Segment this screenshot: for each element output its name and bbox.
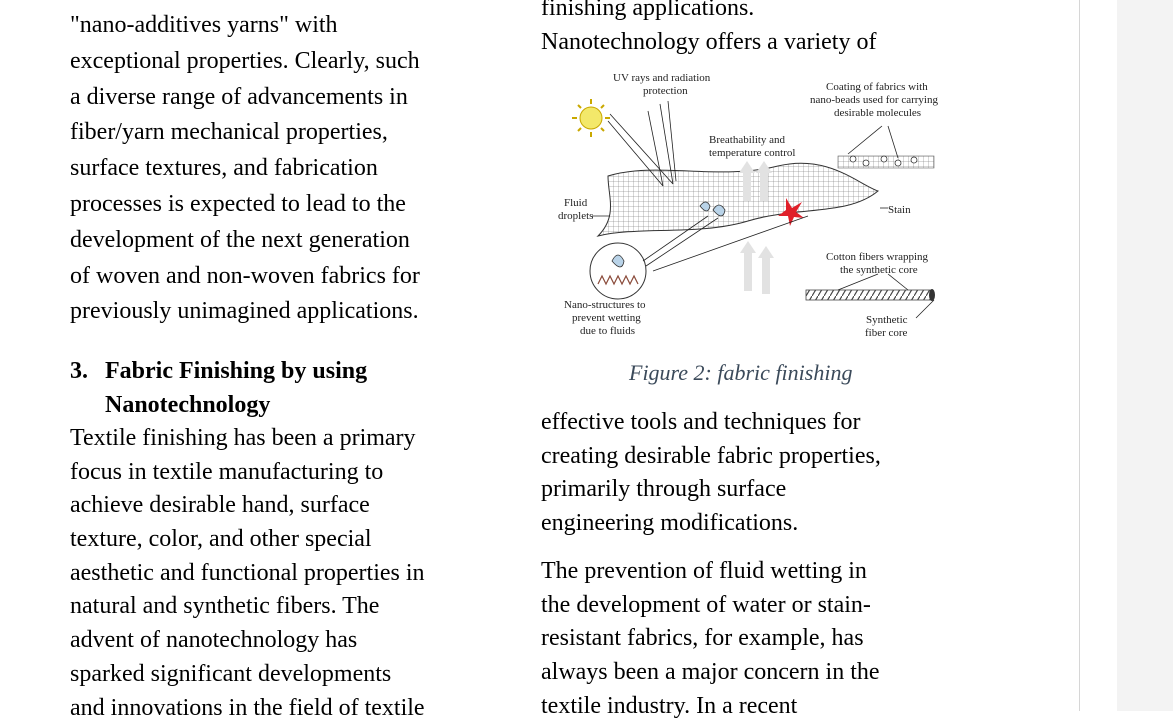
nano-structure-icon <box>590 243 646 299</box>
text-line: finishing applications. <box>541 0 876 26</box>
text-line: the development of water or stain- <box>541 589 880 623</box>
label-uv-2: protection <box>643 85 688 97</box>
text-line: exceptional properties. Clearly, such <box>70 44 420 80</box>
text-line: Nanotechnology offers a variety of <box>541 26 876 60</box>
label-fluid-1: Fluid <box>564 197 588 209</box>
label-coating-1: Coating of fabrics with <box>826 81 928 93</box>
label-nano-2: prevent wetting <box>572 312 641 324</box>
text-line: a diverse range of advancements in <box>70 80 420 116</box>
right-paragraph-top: finishing applications. Nanotechnology o… <box>541 0 876 59</box>
left-paragraph-body: Textile finishing has been a primary foc… <box>70 422 425 725</box>
label-nano-1: Nano-structures to <box>564 299 646 311</box>
text-line: fiber/yarn mechanical properties, <box>70 115 420 151</box>
label-coating-3: desirable molecules <box>834 107 921 119</box>
sun-icon <box>572 99 610 137</box>
label-breath-2: temperature control <box>709 147 795 159</box>
text-line: achieve desirable hand, surface <box>70 489 425 523</box>
figure-caption: Figure 2: fabric finishing <box>629 360 852 386</box>
label-fluid-2: droplets <box>558 210 593 222</box>
label-cotton-1: Cotton fibers wrapping <box>826 251 929 263</box>
text-line: previously unimagined applications. <box>70 294 420 330</box>
text-line: sparked significant developments <box>70 658 425 692</box>
text-line: textile industry. In a recent <box>541 690 880 724</box>
text-line: focus in textile manufacturing to <box>70 456 425 490</box>
text-line: "nano-additives yarns" with <box>70 8 420 44</box>
text-line: of woven and non-woven fabrics for <box>70 259 420 295</box>
text-line: effective tools and techniques for <box>541 406 881 440</box>
text-line: creating desirable fabric properties, <box>541 440 881 474</box>
label-cotton-2: the synthetic core <box>840 264 918 276</box>
text-line: Textile finishing has been a primary <box>70 422 425 456</box>
document-page: "nano-additives yarns" with exceptional … <box>0 0 1079 711</box>
label-coating-2: nano-beads used for carrying <box>810 94 938 106</box>
left-paragraph-top: "nano-additives yarns" with exceptional … <box>70 8 420 330</box>
right-paragraph-1: effective tools and techniques for creat… <box>541 406 881 541</box>
text-line: surface textures, and fabrication <box>70 151 420 187</box>
label-synthetic-2: fiber core <box>865 327 908 339</box>
text-line: advent of nanotechnology has <box>70 624 425 658</box>
text-line: aesthetic and functional properties in <box>70 557 425 591</box>
text-line: always been a major concern in the <box>541 656 880 690</box>
fabric-sheet <box>598 163 878 236</box>
section-title-line: Fabric Finishing by using <box>105 354 367 388</box>
section-title-line: Nanotechnology <box>105 388 270 422</box>
window-side-panel <box>1117 0 1173 711</box>
page-edge <box>1079 0 1080 711</box>
label-uv-1: UV rays and radiation <box>613 72 711 84</box>
label-synthetic-1: Synthetic <box>866 314 908 326</box>
label-stain: Stain <box>888 204 911 216</box>
text-line: natural and synthetic fibers. The <box>70 590 425 624</box>
text-line: engineering modifications. <box>541 507 881 541</box>
text-line: development of the next generation <box>70 223 420 259</box>
text-line: texture, color, and other special <box>70 523 425 557</box>
text-line: resistant fabrics, for example, has <box>541 622 880 656</box>
label-nano-3: due to fluids <box>580 325 635 337</box>
label-breath-1: Breathability and <box>709 134 786 146</box>
text-line: processes is expected to lead to the <box>70 187 420 223</box>
section-number: 3. <box>70 354 88 388</box>
text-line: and innovations in the field of textile <box>70 692 425 725</box>
fabric-finishing-figure: UV rays and radiation protection Coating… <box>548 66 968 346</box>
text-line: primarily through surface <box>541 473 881 507</box>
text-line: The prevention of fluid wetting in <box>541 555 880 589</box>
right-paragraph-2: The prevention of fluid wetting in the d… <box>541 555 880 723</box>
